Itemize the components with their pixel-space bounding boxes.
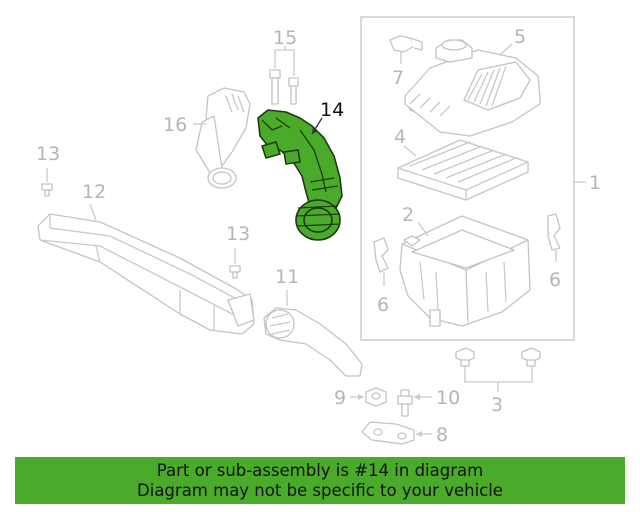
part-16-resonator[interactable] (195, 87, 251, 189)
part-4-air-filter[interactable] (397, 139, 529, 201)
part-8-bracket[interactable] (361, 421, 415, 445)
part-10-bolt[interactable] (397, 389, 413, 417)
info-banner: Part or sub-assembly is #14 in diagram D… (15, 457, 625, 504)
label-4: 4 (394, 126, 406, 148)
label-15: 15 (273, 27, 297, 49)
label-3: 3 (491, 394, 503, 416)
part-3-grommet-right[interactable] (521, 347, 541, 367)
part-11-inlet-duct[interactable] (263, 307, 363, 377)
part-3-grommet-left[interactable] (455, 347, 475, 367)
banner-line-2: Diagram may not be specific to your vehi… (137, 480, 503, 500)
label-8: 8 (436, 424, 448, 446)
part-2-lower-housing[interactable] (399, 215, 531, 327)
part-9-nut[interactable] (365, 387, 387, 407)
part-6-clip-left[interactable] (373, 237, 389, 273)
label-14: 14 (320, 99, 344, 121)
label-13-lower: 13 (226, 223, 250, 245)
banner-line-1: Part or sub-assembly is #14 in diagram (156, 460, 484, 480)
label-2: 2 (402, 204, 414, 226)
part-13-pin-lower[interactable] (229, 265, 241, 279)
air-cleaner-frame (360, 16, 575, 341)
label-9: 9 (334, 387, 346, 409)
label-16: 16 (163, 114, 187, 136)
label-11: 11 (275, 266, 299, 288)
part-12-intake-duct[interactable] (37, 213, 255, 335)
part-15-bolts[interactable] (269, 69, 299, 105)
parts-diagram: 1 5 7 4 2 6 6 (36, 16, 601, 446)
label-7: 7 (392, 67, 404, 89)
part-5-upper-cover[interactable] (404, 39, 541, 137)
label-6-right: 6 (549, 269, 561, 291)
label-13-upper: 13 (36, 143, 60, 165)
label-12: 12 (82, 181, 106, 203)
part-13-pin-upper[interactable] (41, 183, 53, 197)
part-6-clip-right[interactable] (547, 213, 561, 251)
label-10: 10 (436, 387, 460, 409)
label-1: 1 (589, 172, 601, 194)
part-14-outlet-tube[interactable] (257, 109, 343, 241)
part-7-sensor[interactable] (389, 35, 423, 53)
label-5: 5 (514, 26, 526, 48)
label-6-left: 6 (377, 294, 389, 316)
